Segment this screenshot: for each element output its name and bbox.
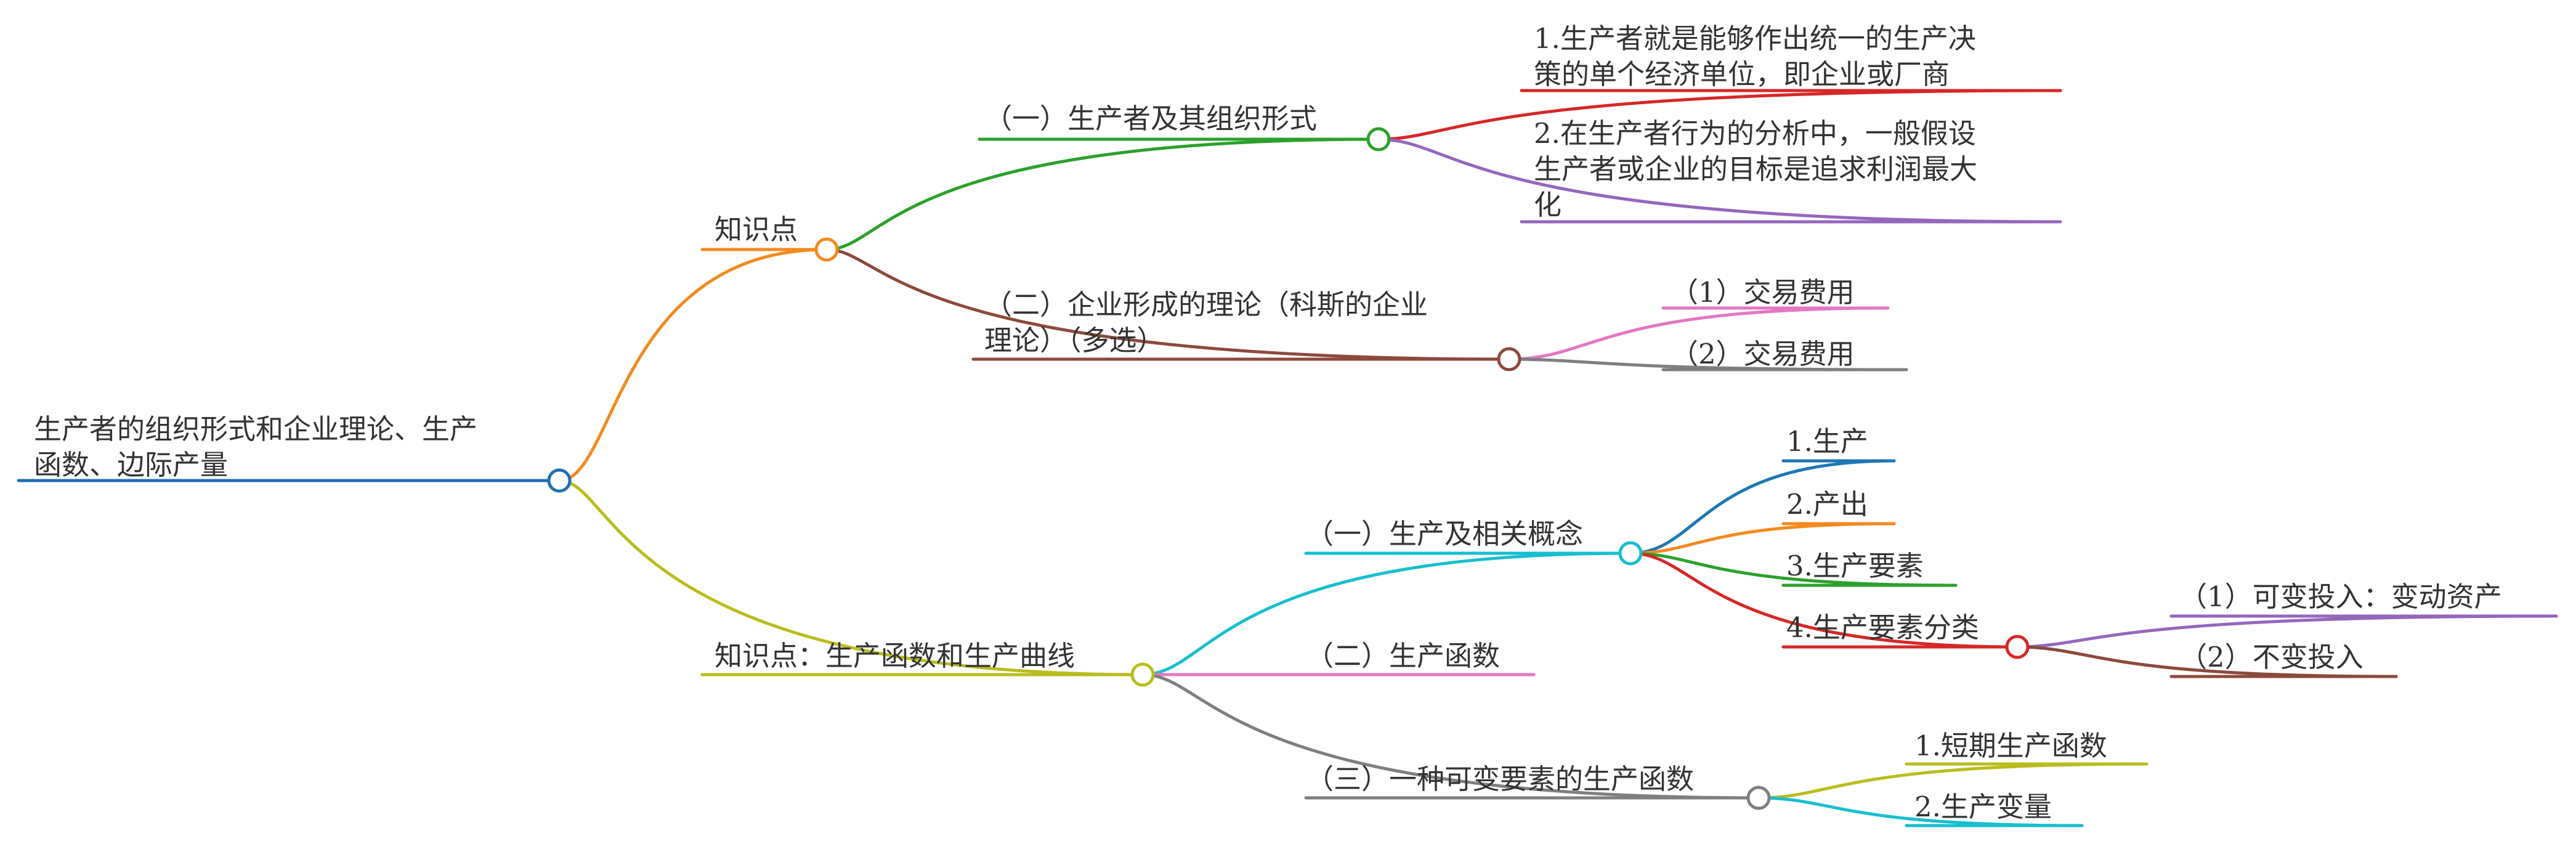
node-label: 生产者的组织形式和企业理论、生产函数、边际产量 xyxy=(34,413,477,481)
node-production-variable[interactable]: 2.生产变量 xyxy=(1905,790,2084,827)
node-single-variable-function[interactable]: （三）一种可变要素的生产函数 xyxy=(1304,763,1760,800)
edge-root-k2 xyxy=(557,479,1144,676)
edge-k2-k2a xyxy=(1141,551,1632,676)
edge-k1a-k1a2 xyxy=(1377,137,2062,224)
node-label-line: （2）不变投入 xyxy=(2179,641,2363,673)
node-label-line: （2）交易费用 xyxy=(1671,338,1855,370)
node-label-line: （二）生产函数 xyxy=(1306,640,1500,672)
node-transaction-cost-1[interactable]: （1）交易费用 xyxy=(1661,276,1890,310)
node-label: 2.生产变量 xyxy=(1914,790,2052,823)
edge-k1-k1b xyxy=(825,248,1511,361)
collapse-toggle-factor-classification[interactable] xyxy=(2005,635,2030,659)
edge-k2a-k2a3 xyxy=(1629,551,1958,587)
node-label: （2）不变投入 xyxy=(2179,641,2363,673)
node-fixed-input[interactable]: （2）不变投入 xyxy=(2169,641,2398,678)
edge-k2c-k2c1 xyxy=(1757,762,2149,800)
node-production-function[interactable]: （二）生产函数 xyxy=(1304,640,1536,676)
collapse-toggle-knowledge-point-2[interactable] xyxy=(1130,662,1155,687)
collapse-toggle-knowledge-point-1[interactable] xyxy=(814,237,839,262)
node-label: （一）生产者及其组织形式 xyxy=(984,102,1317,135)
node-label-line: 知识点 xyxy=(715,213,798,246)
node-label-line: 2.生产变量 xyxy=(1914,790,2052,823)
edge-k1-k1a xyxy=(825,137,1380,251)
node-production-concepts[interactable]: （一）生产及相关概念 xyxy=(1304,518,1632,555)
edge-k1b-k1b1 xyxy=(1507,306,1890,361)
node-label-line: 3.生产要素 xyxy=(1786,550,1924,582)
node-transaction-cost-2[interactable]: （2）交易费用 xyxy=(1661,338,1908,372)
collapse-toggle-firm-theory[interactable] xyxy=(1497,347,1521,372)
node-label-line: （1）交易费用 xyxy=(1671,276,1855,309)
edge-k2a4-k2a4a xyxy=(2015,614,2558,649)
edge-k1a-k1a1 xyxy=(1377,89,2062,141)
node-firm-theory[interactable]: （二）企业形成的理论（科斯的企业理论）（多选） xyxy=(971,288,1511,361)
node-label: （一）生产及相关概念 xyxy=(1306,518,1583,550)
edge-k2a-k2a2 xyxy=(1629,522,1896,555)
node-label: （二）生产函数 xyxy=(1306,640,1500,672)
node-label-line: 知识点：生产函数和生产曲线 xyxy=(715,640,1075,672)
edge-k2a-k2a4 xyxy=(1629,551,2019,649)
node-label-line: 理论）（多选） xyxy=(984,324,1165,357)
node-label-line: 化 xyxy=(1534,189,1561,221)
node-label: 2.产出 xyxy=(1786,488,1868,521)
node-label: 知识点 xyxy=(715,213,798,246)
node-label-line: 2.产出 xyxy=(1786,488,1868,521)
node-label: 1.短期生产函数 xyxy=(1914,729,2107,762)
node-label-line: 策的单个经济单位，即企业或厂商 xyxy=(1534,58,1950,91)
node-label: 1.生产者就是能够作出统一的生产决策的单个经济单位，即企业或厂商 xyxy=(1534,22,1976,91)
node-knowledge-point-2[interactable]: 知识点：生产函数和生产曲线 xyxy=(700,640,1144,676)
node-label-line: （一）生产及相关概念 xyxy=(1306,518,1583,550)
node-knowledge-point-1[interactable]: 知识点 xyxy=(700,213,828,251)
node-short-run-function[interactable]: 1.短期生产函数 xyxy=(1905,729,2149,766)
collapse-toggle-root[interactable] xyxy=(547,468,572,493)
node-output[interactable]: 2.产出 xyxy=(1781,488,1896,526)
node-producer-definition[interactable]: 1.生产者就是能够作出统一的生产决策的单个经济单位，即企业或厂商 xyxy=(1520,22,2062,92)
node-label: （1）可变投入：变动资产 xyxy=(2179,580,2502,613)
node-label-line: 2.在生产者行为的分析中，一般假设 xyxy=(1534,117,1976,150)
node-label: 知识点：生产函数和生产曲线 xyxy=(715,640,1075,672)
node-label: （2）交易费用 xyxy=(1671,338,1855,370)
node-label: 1.生产 xyxy=(1786,425,1868,458)
collapse-toggle-production-concepts[interactable] xyxy=(1618,541,1643,566)
connectors xyxy=(557,89,2558,827)
node-producer-organization[interactable]: （一）生产者及其组织形式 xyxy=(978,102,1380,141)
edge-root-k1 xyxy=(557,248,828,482)
node-label-line: 4.生产要素分类 xyxy=(1786,611,1979,644)
node-label: （三）一种可变要素的生产函数 xyxy=(1306,763,1694,795)
node-label-line: （1）可变投入：变动资产 xyxy=(2179,580,2502,613)
edge-k2a4-k2a4b xyxy=(2015,645,2398,678)
collapse-knobs xyxy=(547,127,2030,810)
node-label-line: 生产者的组织形式和企业理论、生产 xyxy=(34,413,477,445)
node-label-line: 生产者或企业的目标是追求利润最大 xyxy=(1534,153,1977,185)
node-label-line: 1.生产者就是能够作出统一的生产决 xyxy=(1534,22,1976,55)
node-label-line: 函数、边际产量 xyxy=(34,449,228,481)
node-label: 2.在生产者行为的分析中，一般假设生产者或企业的目标是追求利润最大化 xyxy=(1534,117,1977,221)
node-label-line: （二）企业形成的理论（科斯的企业 xyxy=(984,288,1428,321)
edge-k2-k2c xyxy=(1141,673,1760,800)
node-factor-classification[interactable]: 4.生产要素分类 xyxy=(1781,611,2019,649)
node-label-line: （一）生产者及其组织形式 xyxy=(984,102,1317,135)
node-label: （二）企业形成的理论（科斯的企业理论）（多选） xyxy=(984,288,1428,357)
node-production[interactable]: 1.生产 xyxy=(1781,425,1896,463)
node-root[interactable]: 生产者的组织形式和企业理论、生产函数、边际产量 xyxy=(17,413,561,482)
node-label: 4.生产要素分类 xyxy=(1786,611,1979,644)
node-label-line: （三）一种可变要素的生产函数 xyxy=(1306,763,1694,795)
node-label-line: 1.短期生产函数 xyxy=(1914,729,2107,762)
node-label: 3.生产要素 xyxy=(1786,550,1924,582)
node-profit-maximization[interactable]: 2.在生产者行为的分析中，一般假设生产者或企业的目标是追求利润最大化 xyxy=(1520,117,2062,224)
node-variable-input[interactable]: （1）可变投入：变动资产 xyxy=(2169,580,2558,618)
node-label-line: 1.生产 xyxy=(1786,425,1868,458)
edge-k2a-k2a1 xyxy=(1629,459,1896,555)
collapse-toggle-producer-organization[interactable] xyxy=(1366,127,1391,152)
node-label: （1）交易费用 xyxy=(1671,276,1855,309)
node-production-factors[interactable]: 3.生产要素 xyxy=(1781,550,1958,587)
collapse-toggle-single-variable-function[interactable] xyxy=(1746,786,1771,810)
